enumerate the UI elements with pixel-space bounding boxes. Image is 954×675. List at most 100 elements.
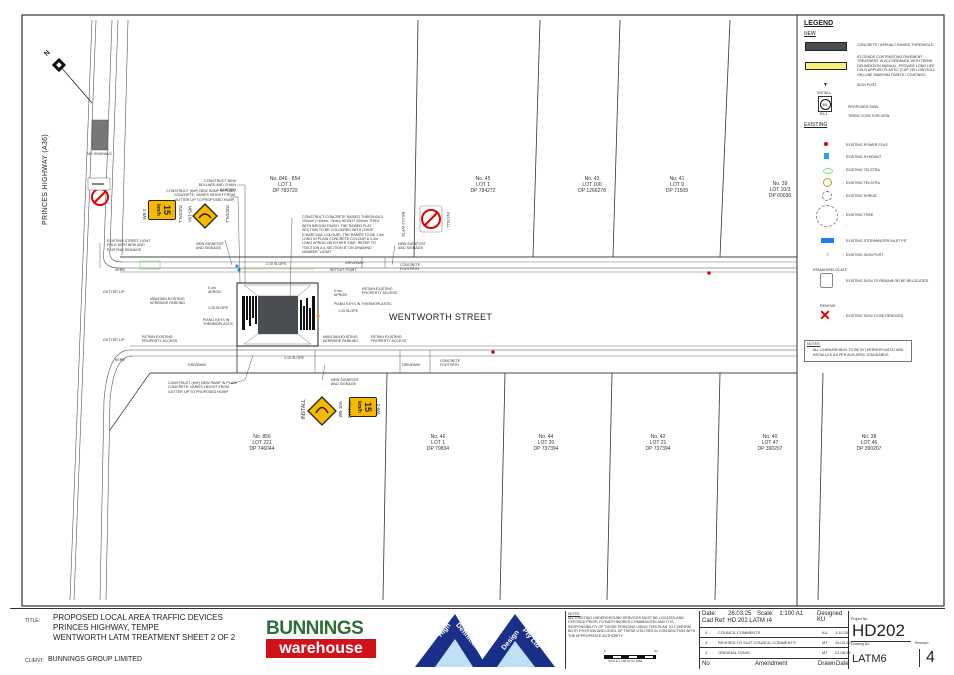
cad-ref-value: HD 202 LATM r4	[727, 618, 772, 624]
client-name: BUNNINGS GROUP LIMITED	[48, 656, 142, 663]
legend-label: EXISTING POWER POLE	[846, 143, 888, 147]
note-text: ALL EXISTING UNDERGROUND SERVICES MUST B…	[568, 616, 696, 638]
existing-hydrant	[235, 264, 239, 268]
revision-value: 4	[919, 649, 935, 667]
note-box: NOTE: ALL EXISTING UNDERGROUND SERVICES …	[565, 611, 700, 669]
speed-value: 15	[162, 204, 172, 215]
relocate-sign-icon	[820, 273, 833, 288]
sign-code-w8-2: W8-2	[142, 208, 148, 220]
note-heading: NOTE:	[568, 611, 581, 616]
rev-amendment: COUNCIL COMMENTS	[718, 630, 761, 635]
lot-boundaries	[236, 19, 824, 601]
legend-label: EXISTING STORMWATER INLET PIT	[846, 239, 907, 243]
drawing-no-label: Drawing No	[851, 641, 911, 647]
rev-date: 21.08.24	[835, 650, 851, 655]
project-no: HD202	[852, 621, 905, 640]
note-kerb-n: KERB	[115, 268, 125, 272]
date-label: Date:	[702, 611, 717, 617]
power-pole-icon	[824, 142, 828, 146]
rev-drawn: MT	[822, 640, 828, 645]
revision-label: Revision	[915, 641, 929, 645]
scale-label: Scale:	[757, 611, 774, 617]
legend-panel: LEGEND NEW CONCRETE / ASPHALT RAISED THR…	[800, 18, 942, 373]
legend-label: EXISTING TELSTRA	[846, 181, 880, 185]
project-no-label: Project No	[851, 617, 868, 621]
install-label: INSTALL	[446, 212, 452, 229]
sign-code-w5-10a: W5-10A	[337, 401, 343, 418]
legend-label: EXISTING SIGN TO BE REMOVED	[846, 314, 904, 318]
north-arrow-icon	[51, 57, 93, 104]
legend-label: EXISTING HYDRANT	[846, 155, 882, 159]
note-apron-w: 0.4m APRON	[208, 286, 221, 295]
revision-block: Date: 26.03.25 Scale: 1:100 A1 Designed …	[700, 611, 851, 669]
note-gutter-n: GUTTER LIP	[103, 290, 125, 294]
legend-swatch-contrasting	[805, 62, 847, 70]
col-date: Date	[836, 661, 849, 667]
note-ramp-south: CONSTRUCT (6m²) NEW RAMP IN PLAIN CONCRE…	[168, 381, 237, 394]
proposed-sign-value: 60	[819, 98, 831, 110]
note-bollard: CONSTRUCT NEW BOLLARD AND CHAIN BARRIER	[198, 179, 236, 192]
title-line-2: PRINCES HIGHWAY, TEMPE	[53, 623, 159, 632]
speed-advisory-sign-south: 15 km/h	[349, 397, 377, 417]
speed-unit: km/h	[356, 401, 362, 413]
install-label: INSTALL	[225, 205, 231, 224]
legend-label: EXISTING TELSTRA	[846, 168, 880, 172]
existing-hydrant	[237, 268, 241, 272]
speed-unit: km/h	[155, 204, 161, 216]
remove-sign-icon: ✕	[819, 307, 831, 323]
threshold-flat-section	[258, 296, 298, 334]
sign-code-r8-222: R8-222 WFTA	[400, 211, 406, 237]
bunnings-logo-bottom: warehouse	[266, 639, 376, 658]
date-value: 26.03.25	[728, 611, 752, 617]
speed-value: 15	[363, 401, 373, 412]
legend-label: EXISTING TREE	[846, 213, 874, 217]
note-driveway-se: DRIVEWAY	[402, 363, 421, 367]
note-slope-s: 1:10 SLOPE	[284, 356, 304, 360]
stormwater-pit-icon	[821, 238, 834, 243]
telstra-pole-icon	[823, 178, 832, 187]
col-drawn: Drawn	[818, 661, 836, 667]
legend-label: SIGN POST	[857, 83, 877, 87]
rev-date: 26.03.25	[835, 640, 851, 645]
legend-label: EXISTING SHRUB	[846, 194, 877, 198]
note-apron-e: 0.4m APRON	[334, 289, 347, 298]
existing-sign-no-standing	[91, 119, 109, 151]
existing-telstra-pit	[139, 260, 161, 270]
install-label: INSTALL	[346, 400, 352, 419]
note-kerb-s: KERB	[115, 358, 125, 362]
note-signpost-nw: NEW SIGNPOST AND SIGNAGE	[196, 242, 224, 251]
note-retain-access-sw: RETAIN EXISTING PROPERTY ACCESS	[142, 335, 178, 344]
remain-relocate-tag: REMAIN/RELOCATE	[813, 268, 848, 272]
rev-no: 1	[705, 650, 708, 655]
sign-code-w8-2: W8-2	[376, 403, 382, 415]
sheet-border	[21, 14, 945, 607]
note-ramp-north: CONSTRUCT (6m²) NEW RAMP IN PLAIN CONCRE…	[166, 189, 235, 202]
rev-no: 3	[705, 640, 708, 645]
scale-bar	[604, 655, 656, 659]
sign-post-icon: ▼	[823, 82, 828, 88]
legend-label: TfNSW CODE FOR SIGN	[848, 114, 890, 118]
designed-value: KU	[817, 617, 826, 623]
legend-label: AT-GRADE CONTRASTING PAVEMENT TREATMENT …	[857, 55, 935, 77]
existing-sign-post-icon: ▽	[826, 252, 830, 257]
proposed-sign-code: R4-1	[820, 112, 828, 116]
project-block: Project No HD202 Drawing No LATM6 Revisi…	[848, 611, 946, 669]
legend-label: EXISTING SIGN TO REMAIN OR BE RELOCATED	[846, 279, 929, 283]
notes-heading: NOTES:	[807, 342, 821, 346]
note-driveway-n: DRIVEWAY	[345, 261, 364, 265]
cad-ref-label: Cad Ref:	[702, 618, 726, 624]
legend-title: LEGEND	[804, 20, 834, 27]
note-retain-access-ne: RETAIN EXISTING PROPERTY ACCESS	[362, 287, 398, 296]
note-footpath-n: CONCRETE FOOTPATH	[400, 263, 421, 272]
note-light-pole: EXISTING STREET LIGHT POLE WITH NEW AND …	[107, 239, 151, 252]
legend-label: EXISTING SIGN POST	[846, 253, 884, 257]
title-line-1: PROPOSED LOCAL AREA TRAFFIC DEVICES	[53, 613, 223, 622]
